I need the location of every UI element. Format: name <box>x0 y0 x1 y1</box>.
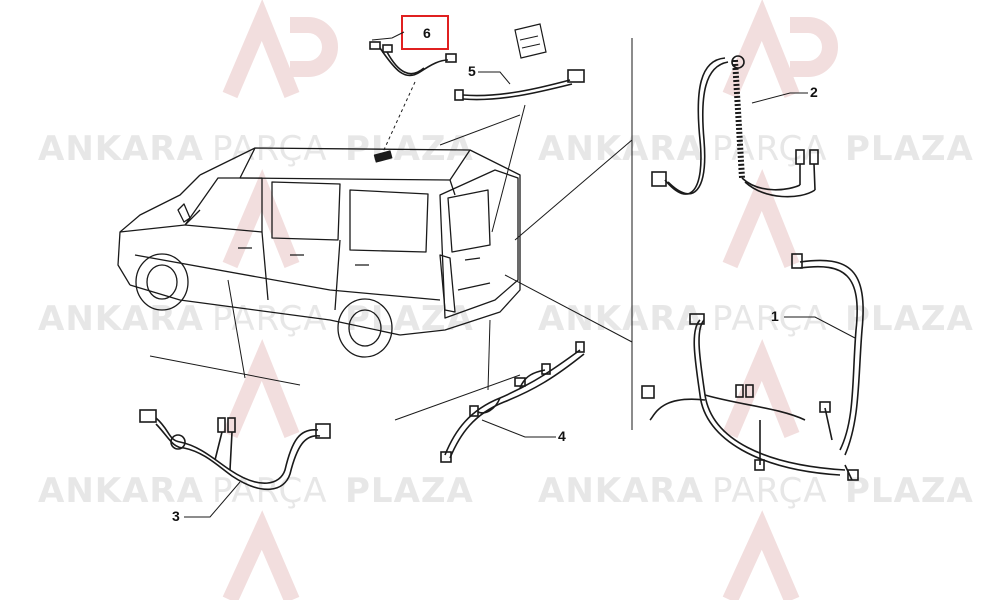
watermark-layer: ANKARA PARÇA PLAZA ANKARA PARÇA PLAZA AN… <box>38 0 974 600</box>
watermark-text-row-3: ANKARA PARÇA PLAZA ANKARA PARÇA PLAZA <box>38 471 974 511</box>
part-6-harness <box>369 41 457 77</box>
callout-6: 6 <box>423 25 431 41</box>
callout-1: 1 <box>771 308 779 324</box>
part-4-harness <box>440 341 585 463</box>
watermark-word-1: ANKARA <box>538 129 704 169</box>
callout-3: 3 <box>172 508 180 524</box>
callout-2: 2 <box>810 84 818 100</box>
watermark-word-2: PARÇA <box>212 471 328 511</box>
watermark-word-3: PLAZA <box>845 129 974 169</box>
projection-lines <box>149 38 633 430</box>
part-2-harness <box>651 55 819 198</box>
watermark-word-1: ANKARA <box>38 471 204 511</box>
part-5-harness <box>454 23 585 101</box>
watermark-word-1: ANKARA <box>538 471 704 511</box>
watermark-word-2: PARÇA <box>712 129 828 169</box>
watermark-text-row-1: ANKARA PARÇA PLAZA ANKARA PARÇA PLAZA <box>38 129 974 169</box>
watermark-word-1: ANKARA <box>38 129 204 169</box>
part-3-harness <box>139 409 331 491</box>
callout-5: 5 <box>468 63 476 79</box>
callouts: 6 5 2 1 3 4 <box>172 15 856 524</box>
van-illustration <box>117 147 521 358</box>
part-1-harness <box>641 253 864 481</box>
watermark-word-1: ANKARA <box>38 299 204 339</box>
callout-4: 4 <box>558 428 566 444</box>
watermark-word-3: PLAZA <box>845 299 974 339</box>
watermark-word-3: PLAZA <box>345 299 474 339</box>
watermark-word-2: PARÇA <box>712 471 828 511</box>
watermark-word-2: PARÇA <box>212 299 328 339</box>
watermark-word-1: ANKARA <box>538 299 704 339</box>
watermark-word-3: PLAZA <box>845 471 974 511</box>
watermark-word-2: PARÇA <box>712 299 828 339</box>
watermark-word-3: PLAZA <box>345 471 474 511</box>
